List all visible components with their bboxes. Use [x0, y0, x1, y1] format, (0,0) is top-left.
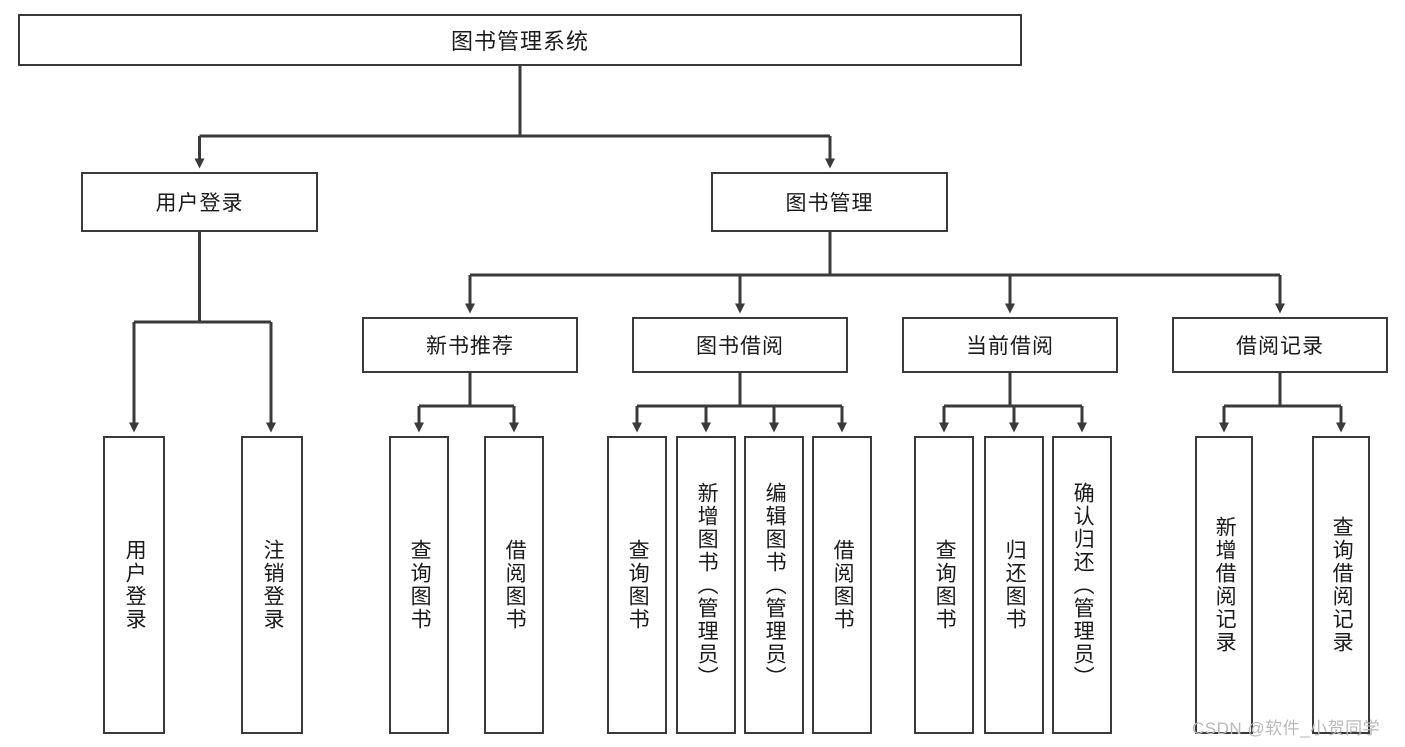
node-current-borrow[interactable]: 当前借阅 — [902, 317, 1118, 373]
leaf-newbook-borrow-book[interactable]: 借阅图书 — [484, 436, 544, 734]
node-book-manage[interactable]: 图书管理 — [711, 172, 948, 232]
leaf-confirm-return-admin-label: 确认归还（管理员） — [1071, 481, 1095, 689]
node-root-label: 图书管理系统 — [450, 29, 589, 54]
leaf-borrow-query-book-label: 查询图书 — [626, 539, 650, 631]
leaf-edit-book-admin-label: 编辑图书（管理员） — [763, 481, 787, 689]
node-book-manage-label: 图书管理 — [785, 192, 874, 215]
leaf-newbook-query-book-label: 查询图书 — [408, 539, 432, 631]
node-user-login[interactable]: 用户登录 — [81, 172, 318, 232]
node-root[interactable]: 图书管理系统 — [18, 14, 1022, 66]
leaf-add-borrow-record-label: 新增借阅记录 — [1213, 516, 1237, 654]
leaf-newbook-borrow-book-label: 借阅图书 — [503, 539, 527, 631]
leaf-current-query-book-label: 查询图书 — [933, 539, 957, 631]
node-current-borrow-label: 当前借阅 — [966, 335, 1054, 358]
leaf-logout[interactable]: 注销登录 — [241, 436, 303, 734]
node-user-login-label: 用户登录 — [155, 192, 244, 215]
csdn-watermark: CSDN @软件_小贺同学 — [1192, 719, 1381, 738]
leaf-borrow-book[interactable]: 借阅图书 — [812, 436, 872, 734]
leaf-newbook-query-book[interactable]: 查询图书 — [389, 436, 449, 734]
leaf-logout-label: 注销登录 — [261, 539, 285, 631]
leaf-confirm-return-admin[interactable]: 确认归还（管理员） — [1052, 436, 1112, 734]
node-new-book-recommend[interactable]: 新书推荐 — [362, 317, 578, 373]
leaf-query-borrow-record[interactable]: 查询借阅记录 — [1312, 436, 1370, 734]
leaf-return-book[interactable]: 归还图书 — [984, 436, 1044, 734]
leaf-query-borrow-record-label: 查询借阅记录 — [1330, 516, 1354, 654]
leaf-add-book-admin-label: 新增图书（管理员） — [695, 481, 719, 689]
leaf-add-borrow-record[interactable]: 新增借阅记录 — [1195, 436, 1253, 734]
leaf-borrow-book-label: 借阅图书 — [831, 539, 855, 631]
leaf-return-book-label: 归还图书 — [1003, 539, 1027, 631]
node-borrow-record[interactable]: 借阅记录 — [1172, 317, 1388, 373]
node-borrow-record-label: 借阅记录 — [1236, 335, 1324, 358]
node-book-borrow[interactable]: 图书借阅 — [632, 317, 848, 373]
leaf-borrow-query-book[interactable]: 查询图书 — [607, 436, 667, 734]
leaf-user-login[interactable]: 用户登录 — [103, 436, 165, 734]
node-new-book-recommend-label: 新书推荐 — [426, 335, 514, 358]
leaf-edit-book-admin[interactable]: 编辑图书（管理员） — [744, 436, 804, 734]
leaf-user-login-label: 用户登录 — [123, 539, 147, 631]
leaf-add-book-admin[interactable]: 新增图书（管理员） — [676, 436, 736, 734]
leaf-current-query-book[interactable]: 查询图书 — [914, 436, 974, 734]
node-book-borrow-label: 图书借阅 — [696, 335, 784, 358]
